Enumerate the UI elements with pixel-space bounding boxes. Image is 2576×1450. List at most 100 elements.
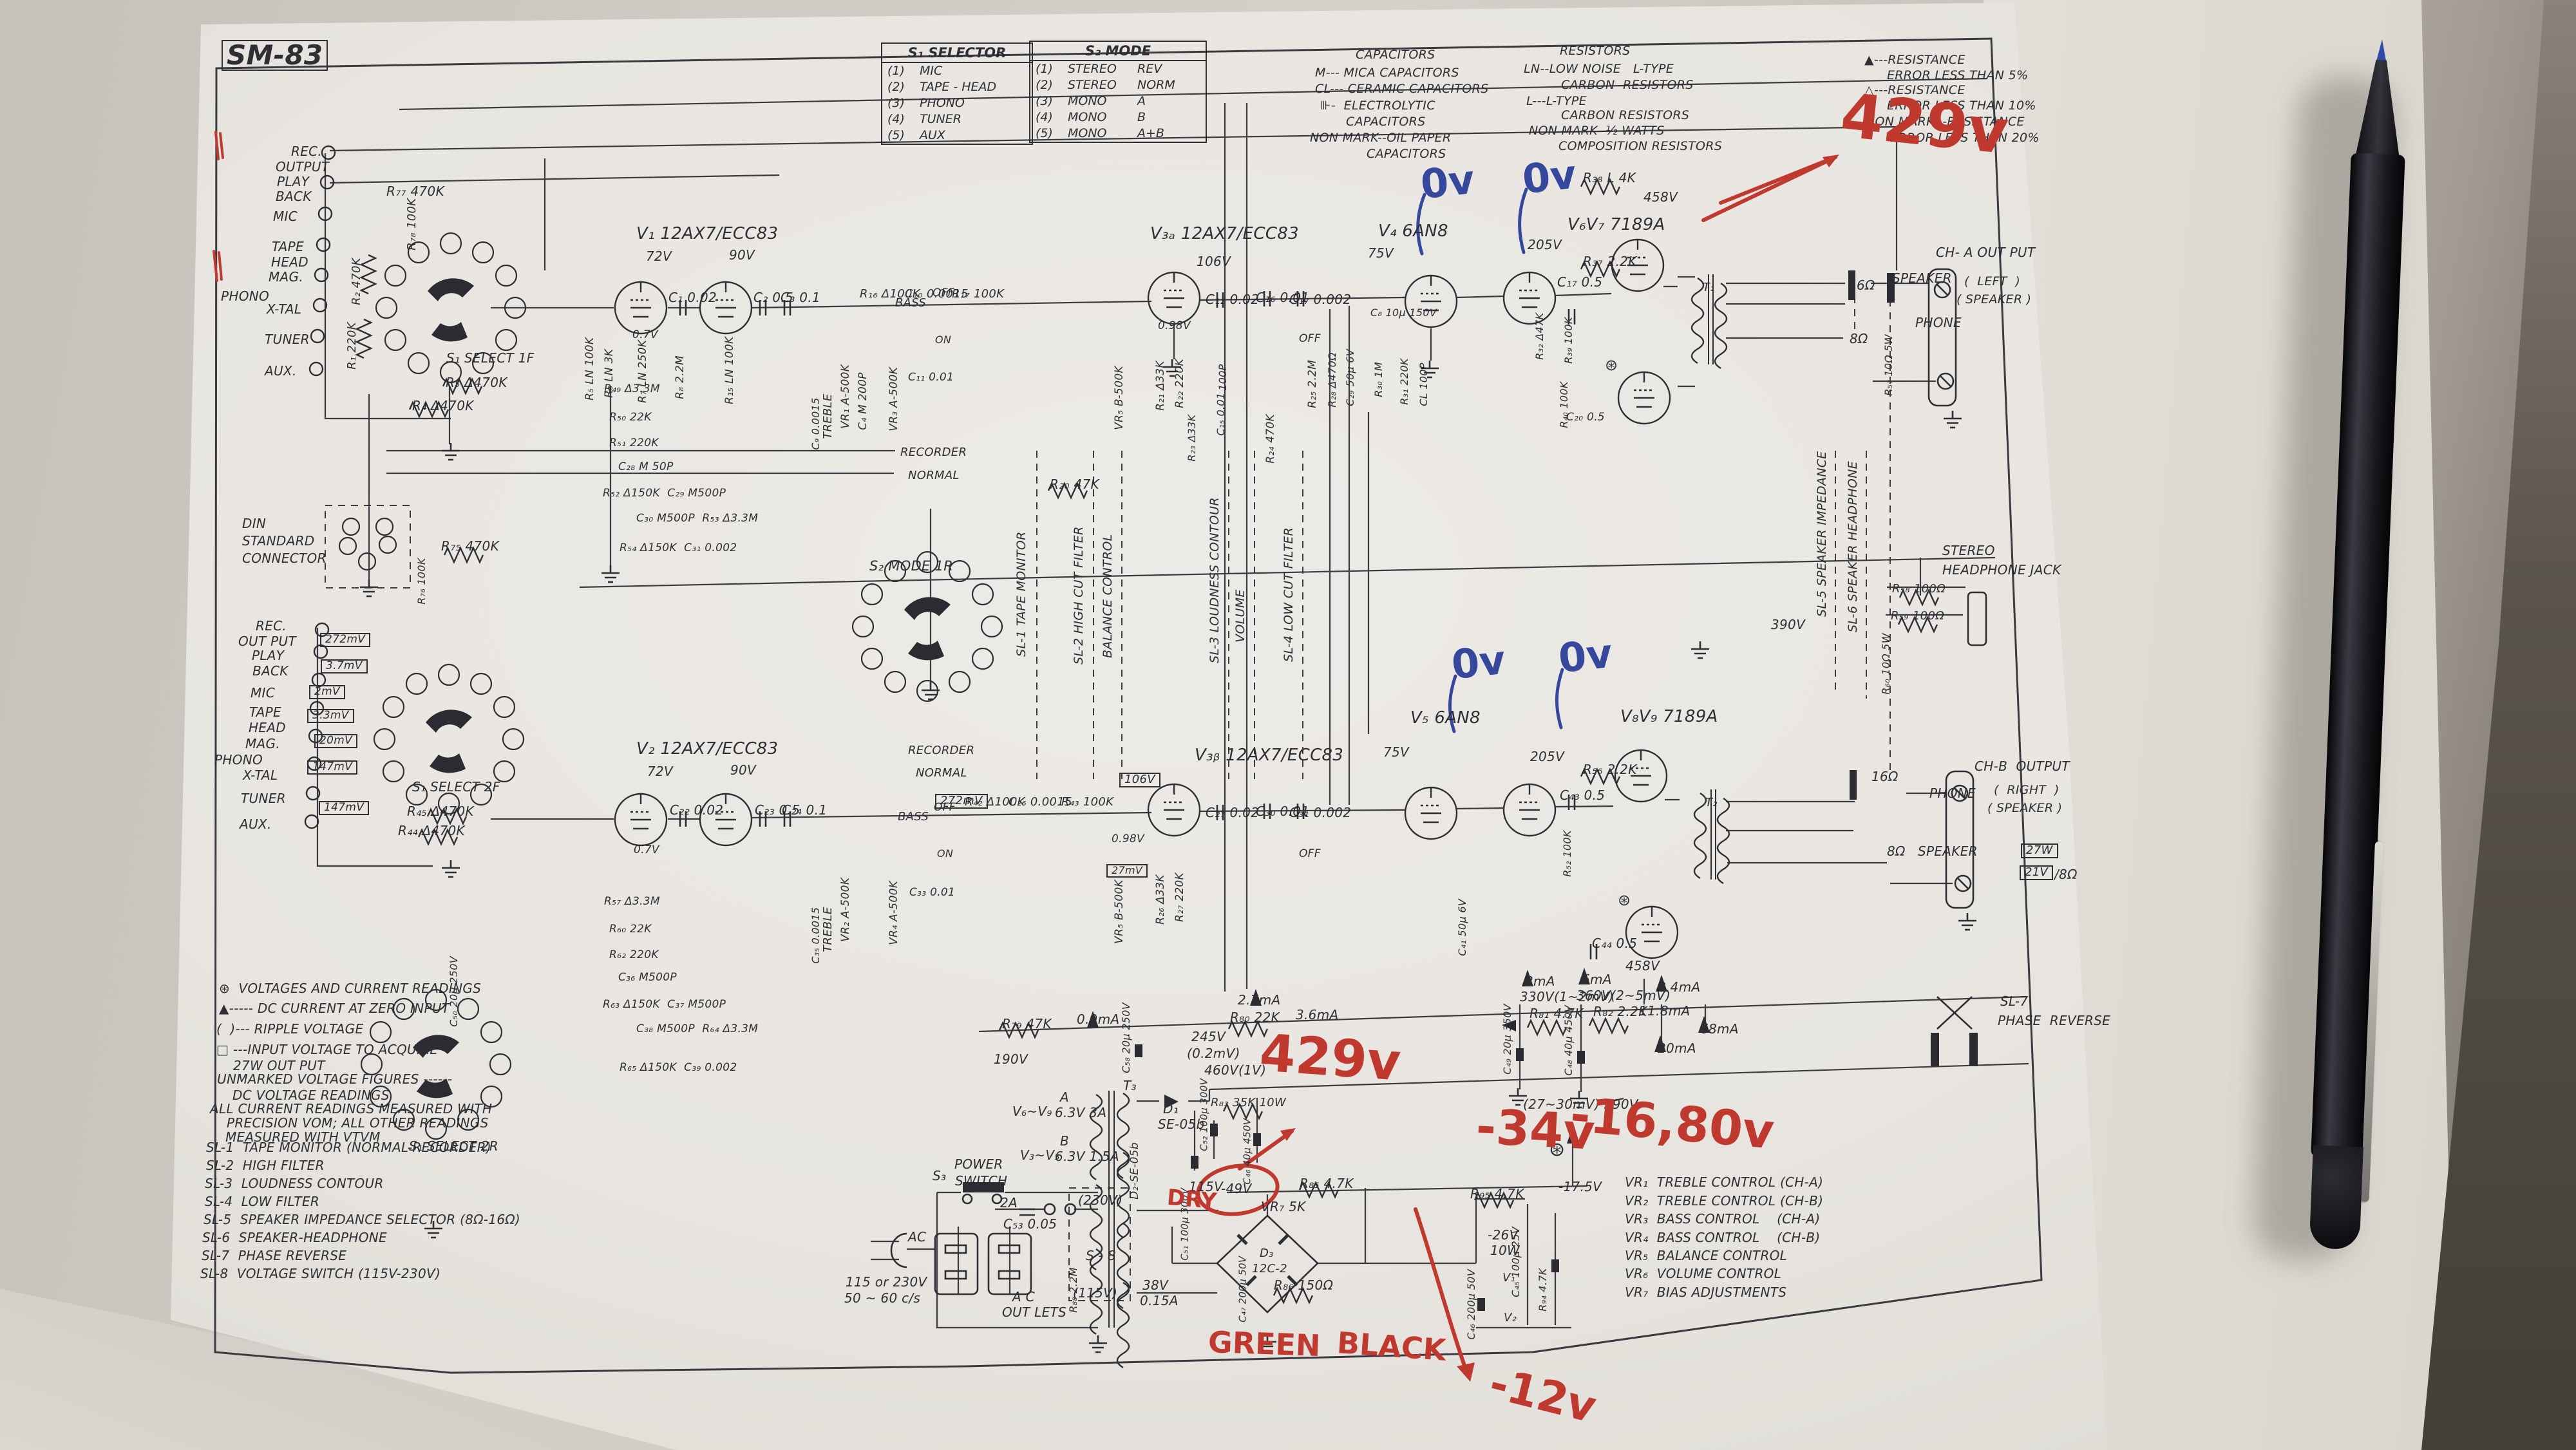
schematic-label: V₆V₇ 7189A [1567, 215, 1665, 234]
schematic-label: B [1060, 1133, 1070, 1149]
schematic-label: 90V [729, 247, 755, 263]
schematic-label: R₂₈ Δ470Ω [1326, 352, 1339, 408]
schematic-label: S₃ [933, 1168, 947, 1183]
model-number: SM-83 [222, 40, 328, 71]
input-terminals [304, 145, 336, 829]
hw-429v-center: 429v [1258, 1022, 1403, 1093]
schematic-label: R₄₂ Δ100K [965, 795, 1025, 809]
schematic-label: MEASURED WITH VTVM [225, 1129, 381, 1145]
schematic-label: 0.98V [1158, 319, 1191, 332]
schematic-label: BACK [276, 189, 312, 204]
table-cell: A [1137, 94, 1146, 108]
schematic-label: D₁ [1163, 1101, 1179, 1116]
schematic-label: PHONO [214, 752, 263, 767]
schematic-label: 390V [1771, 617, 1806, 632]
schematic-label: HEAD [249, 720, 286, 735]
schematic-label: R₈₃ 35K 10W [1211, 1096, 1287, 1109]
schematic-label: C₁₇ 0.002 [1289, 292, 1352, 307]
schematic-label: R₅ LN 100K [583, 337, 597, 400]
schematic-label: R₆₂ 220K [609, 948, 659, 961]
schematic-label: 3.7mV [321, 659, 368, 673]
schematic-label: STEREO [1942, 543, 1995, 558]
schematic-label: 75V [1368, 245, 1394, 261]
schematic-label: MAG. [245, 736, 280, 751]
schematic-label: HEADPHONE JACK [1942, 562, 2061, 578]
schematic-label: VR₅ BALANCE CONTROL [1625, 1248, 1788, 1263]
schematic-label: V₂ 12AX7/ECC83 [636, 739, 779, 758]
schematic-label: -17.5V [1558, 1179, 1602, 1194]
hw-0v-4: 0v [1556, 629, 1615, 683]
schematic-label: (115V) [1073, 1285, 1118, 1301]
schematic-label: (230V) [1078, 1192, 1123, 1208]
schematic-label: 100P [1217, 364, 1229, 391]
schematic-label: HEAD [271, 254, 308, 270]
schematic-label: C₂₆ 0.0015 [1009, 795, 1072, 809]
schematic-label: A [1060, 1089, 1069, 1105]
schematic-label: LN--LOW NOISE L-TYPE [1524, 62, 1674, 76]
schematic-label: 115V [1189, 1179, 1224, 1194]
schematic-label: AUX. [265, 363, 297, 379]
schematic-label: R₂₁ Δ33K [1154, 361, 1168, 411]
schematic-label: MIC [273, 209, 298, 224]
table-cell: (3) [1036, 94, 1053, 108]
hw-0v-3: 0v [1449, 636, 1508, 689]
schematic-label: RECORDER [900, 446, 967, 459]
schematic-label: C₂₃ 0.5 [755, 802, 800, 818]
schematic-label: R₃₂ Δ47K [1533, 312, 1546, 360]
schematic-label: R₅₂ 100K [1561, 830, 1574, 877]
pen-end-cap [2309, 1145, 2363, 1250]
schematic-label: 147mV [307, 760, 358, 775]
schematic-label: S₂ MODE 1R [869, 558, 954, 574]
schematic-label: SL-5 SPEAKER IMPEDANCE SELECTOR (8Ω-16Ω) [204, 1212, 521, 1227]
schematic-label: R₅₇ 10Ω 5W [1882, 334, 1895, 396]
schematic-label: ( SPEAKER ) [1956, 292, 2032, 306]
schematic-label: VOLUME [1233, 589, 1248, 643]
schematic-label: X-TAL [267, 301, 302, 317]
schematic-label: NON MARK--OIL PAPER [1310, 131, 1452, 145]
schematic-label: BASS [898, 810, 929, 824]
schematic-label: SE-05b [1158, 1116, 1205, 1132]
schematic-label: R₆₃ Δ150K C₃₇ M500P [603, 998, 726, 1011]
schematic-label: 8Ω [1850, 331, 1868, 346]
schematic-label: S₁ SELECT 2F [412, 779, 500, 795]
schematic-label: CAPACITORS [1367, 147, 1446, 161]
table-cell: TUNER [920, 112, 961, 126]
schematic-label: C₄₅ 100μ 25V [1510, 1227, 1522, 1297]
schematic-label: ON [935, 334, 952, 346]
schematic-label: C₂₀ 0.5 [1566, 411, 1605, 424]
schematic-label: C₂₈ M 50P [618, 460, 674, 473]
s1-selector-rows: (1)MIC(2)TAPE - HEAD(3)PHONO(4)TUNER(5)A… [882, 63, 1032, 144]
schematic-label: C₅₈ 20μ 250V [1120, 1003, 1133, 1073]
schematic-label: 272mV [935, 794, 988, 809]
table-cell: A+B [1137, 126, 1164, 140]
schematic-label: DC VOLTAGE READINGS [232, 1088, 390, 1103]
schematic-label: SL-2 HIGH FILTER [206, 1158, 325, 1173]
schematic-label: R₈₆ 150Ω [1274, 1277, 1334, 1293]
schematic-label: ERROR LESS THAN 5% [1887, 68, 2029, 82]
table-cell: (3) [887, 96, 905, 110]
schematic-label: T₃ [1123, 1078, 1137, 1093]
schematic-label: 106V [1119, 773, 1160, 787]
schematic-label: R₅ Δ470K [446, 375, 507, 390]
table-row: (3)PHONO [882, 95, 1032, 111]
table-cell: (4) [887, 112, 905, 126]
schematic-label: -49V [1221, 1181, 1252, 1196]
table-cell: MIC [920, 64, 943, 78]
schematic-label: R₂₃ Δ33K [1186, 414, 1198, 462]
schematic-label: R₂₆ Δ33K [1154, 874, 1168, 925]
table-cell: B [1137, 110, 1146, 124]
schematic-label: C₁₅ 0.01 [1215, 392, 1227, 436]
hw-dry: DRY [1166, 1184, 1218, 1215]
schematic-label: S - 8 [1086, 1248, 1116, 1263]
schematic-label: REC. [256, 618, 287, 634]
schematic-label: 272mV [320, 633, 371, 647]
din-connector [338, 517, 397, 571]
schematic-label: (27~30mV) 390V → [1523, 1097, 1654, 1112]
schematic-label: S₁ SELECT 1F [446, 350, 535, 366]
table-cell: (2) [1036, 78, 1053, 92]
